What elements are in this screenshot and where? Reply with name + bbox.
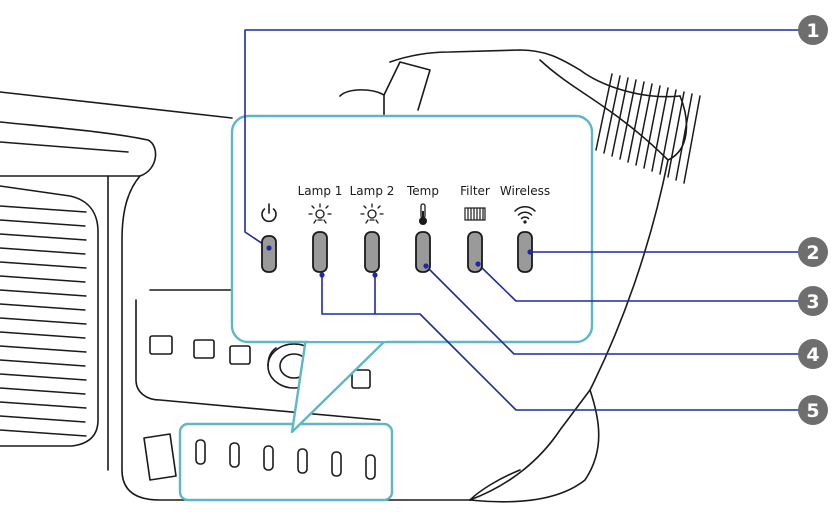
wireless-label: Wireless [500, 184, 550, 198]
vent-slat [0, 429, 87, 437]
front-led [297, 448, 308, 474]
indicator-lamp-2: Lamp 2 [350, 184, 395, 273]
vent-slat [0, 233, 87, 241]
power-icon [261, 203, 277, 223]
vent-slat [683, 95, 701, 184]
leader-line-1 [244, 29, 800, 249]
lamp-1-led [312, 231, 328, 273]
leader-lines [244, 29, 800, 411]
thermometer-icon [419, 203, 427, 225]
vent-slat [0, 331, 86, 339]
right-vent-grille [595, 73, 701, 184]
callout-1-number: 1 [806, 20, 819, 42]
vent-slat [0, 219, 86, 227]
vent-slat [627, 81, 645, 163]
front-indicator-strip [178, 422, 394, 502]
vent-slat [0, 387, 86, 395]
callout-3-number: 3 [806, 291, 819, 313]
front-led [229, 442, 240, 468]
vent-slat [0, 247, 86, 255]
vent-slat [0, 415, 86, 423]
power-led [261, 235, 277, 273]
lamp-icon [308, 203, 332, 224]
filter-icon [464, 207, 486, 221]
temp-led [415, 231, 431, 273]
wireless-icon [514, 206, 536, 224]
indicator-temp: Temp [406, 184, 439, 273]
vent-slat [0, 289, 87, 297]
front-led [331, 451, 342, 477]
callout-2: 2 [798, 237, 828, 267]
vent-slat [619, 79, 637, 160]
leader-line-3 [477, 263, 800, 302]
front-led [195, 439, 206, 465]
callout-markers: 1 2 3 4 5 [798, 15, 828, 425]
temp-label: Temp [406, 184, 439, 198]
vent-slat [0, 345, 87, 353]
lamp-1-label: Lamp 1 [298, 184, 343, 198]
left-vent-grille [0, 205, 87, 437]
lamp-2-led [364, 231, 380, 273]
front-led [263, 445, 274, 471]
indicator-lamp-1: Lamp 1 [298, 184, 343, 273]
callout-3: 3 [798, 286, 828, 316]
filter-led [467, 231, 483, 273]
leader-dots [266, 245, 533, 278]
vent-slat [0, 317, 87, 325]
indicator-filter: Filter [460, 184, 490, 273]
leader-line-4 [425, 265, 800, 355]
vent-slat [643, 85, 661, 169]
vent-slat [651, 87, 669, 172]
callout-1: 1 [798, 15, 828, 45]
vent-slat [0, 275, 86, 283]
callout-4-number: 4 [806, 344, 819, 366]
callout-2-number: 2 [806, 242, 819, 264]
vent-slat [0, 401, 87, 409]
vent-slat [667, 91, 685, 178]
projector-body [0, 49, 688, 503]
vent-slat [611, 77, 629, 157]
indicator-panel-zoom [230, 114, 594, 434]
callout-5: 5 [798, 395, 828, 425]
lamp-2-label: Lamp 2 [350, 184, 395, 198]
vent-slat [675, 93, 693, 181]
front-led [365, 454, 376, 480]
vent-slat [0, 303, 86, 311]
vent-slat [603, 75, 621, 154]
indicator-power [261, 203, 277, 273]
vent-slat [659, 89, 677, 175]
callout-4: 4 [798, 339, 828, 369]
vent-slat [0, 261, 87, 269]
leader-line-5 [321, 275, 800, 411]
callout-5-number: 5 [806, 400, 819, 422]
vent-slat [0, 359, 86, 367]
vent-slat [595, 73, 613, 151]
vent-slat [0, 373, 87, 381]
lamp-icon [360, 203, 384, 224]
vent-slat [635, 83, 653, 166]
vent-slat [0, 205, 87, 213]
filter-label: Filter [460, 184, 490, 198]
